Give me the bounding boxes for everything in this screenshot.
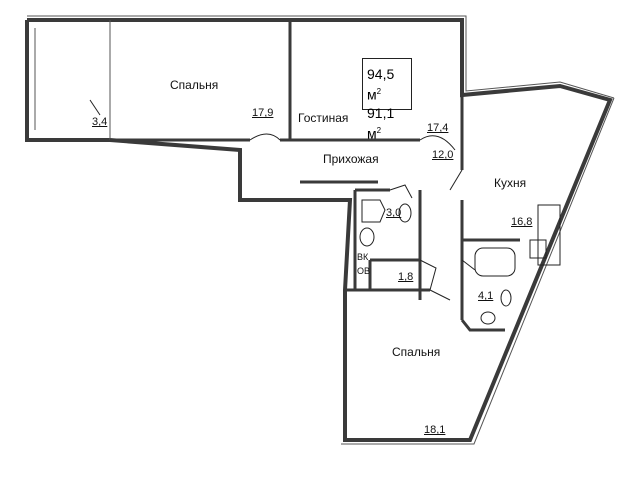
living-area: 91,1 м2	[367, 104, 395, 142]
interior-walls	[110, 20, 520, 332]
shaft-vk-label: ВК	[357, 252, 369, 262]
bathroom-2-area: 4,1	[478, 290, 494, 302]
room-bedroom-1-label: Спальня	[170, 78, 219, 92]
balcony-area: 3,4	[92, 116, 108, 128]
room-bedroom-2-area: 18,1	[424, 424, 446, 436]
room-kitchen-label: Кухня	[494, 176, 527, 190]
fixtures	[89, 99, 561, 325]
storage-area: 1,8	[398, 271, 414, 283]
room-kitchen-area: 16,8	[511, 216, 533, 228]
room-bedroom-1-area: 17,9	[252, 107, 274, 119]
window-lines	[27, 15, 615, 445]
room-hall-label: Прихожая	[323, 152, 379, 166]
area-summary: 94,5 м2 91,1 м2	[362, 58, 412, 141]
room-living-area: 17,4	[427, 122, 449, 134]
shaft-ov-label: ОВ	[357, 266, 371, 276]
room-hall-area: 12,0	[432, 149, 454, 161]
exterior-walls	[25, 18, 613, 442]
total-area: 94,5 м2	[367, 66, 395, 103]
room-bedroom-2-label: Спальня	[392, 345, 441, 359]
bathroom-area: 3,0	[386, 207, 402, 219]
room-living-label: Гостиная	[298, 111, 349, 125]
